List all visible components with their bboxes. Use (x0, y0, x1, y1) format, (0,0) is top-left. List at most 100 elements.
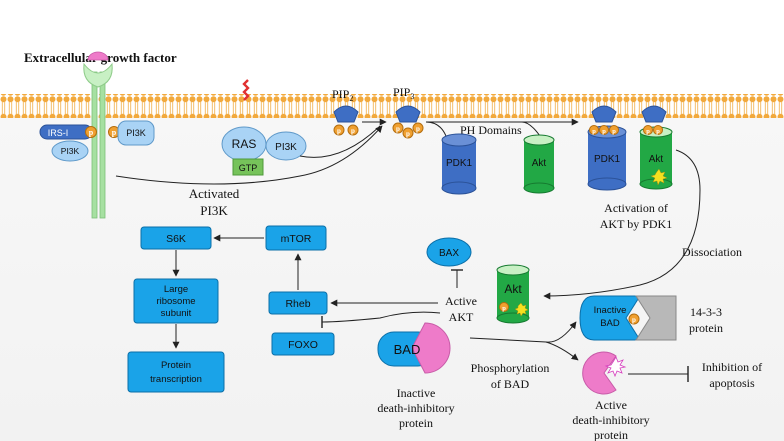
phosphate-icon (412, 122, 424, 134)
phosphate-icon (599, 125, 609, 135)
akt-protein (523, 134, 555, 194)
active-dip-label: death-inhibitory (572, 413, 649, 427)
dissociation-arrow (543, 149, 701, 300)
akt-active-label: Akt (649, 154, 664, 165)
pip3-headgroup (395, 105, 421, 123)
bad-label: BAD (394, 342, 421, 357)
akt-inhibits-foxo-line (321, 311, 441, 323)
irs1-label: IRS-I (48, 128, 69, 138)
pi3k-ras-arrow (299, 125, 381, 158)
activation-star-icon (514, 302, 529, 317)
ribosome-label: subunit (161, 308, 192, 319)
gtp-label: GTP (239, 163, 258, 173)
lipid-anchor-icon (242, 79, 250, 101)
pi3k-ras-label: PI3K (275, 142, 297, 153)
phosphate-label: p (416, 125, 420, 133)
phospho-bad-label: of BAD (491, 377, 530, 391)
active-akt-label: Active (445, 294, 477, 308)
inactive-bad-label: BAD (600, 318, 620, 329)
pip3-label: PIP3 (393, 85, 414, 101)
ribosome-box (133, 278, 219, 324)
s6k-box (140, 226, 212, 250)
phosphate-label: p (89, 128, 94, 137)
active-dip-label: protein (594, 428, 628, 441)
ribosome-label: ribosome (156, 296, 195, 307)
pi3k-ras-protein (265, 131, 307, 161)
phosphate-label: p (112, 128, 117, 137)
protein-14-3-3-shape (635, 295, 677, 341)
inactive-bad-protein (579, 295, 641, 341)
akt-label: Akt (532, 158, 547, 169)
phosphate-icon (628, 313, 640, 325)
bax-label: BAX (439, 248, 459, 259)
activated-pi3k-arrow (115, 125, 383, 185)
phosphate-label: p (632, 316, 636, 324)
phosphate-label: p (502, 305, 506, 312)
inactive-dip-label: protein (399, 416, 433, 430)
phosphate-icon (402, 127, 414, 139)
foxo-label: FOXO (288, 339, 318, 351)
pdk1-active-label: PDK1 (594, 154, 621, 165)
pdk1-active-protein (587, 125, 627, 191)
phosphate-icon (643, 125, 653, 135)
activation-star-icon (650, 168, 668, 186)
phospho-to-active-dip-arrow (545, 341, 579, 361)
phosphate-label: p (602, 128, 606, 135)
phosphate-icon (347, 124, 359, 136)
phospho-bad-label: Phosphorylation (471, 361, 550, 375)
phosphate-icon (392, 122, 404, 134)
active-dip-label: Active (595, 398, 627, 412)
gtp-box (232, 158, 264, 176)
pi3k-right-label: PI3K (126, 128, 146, 138)
phosphate-icon (609, 125, 619, 135)
dissociation-label: Dissociation (682, 245, 742, 259)
inactive-bad-label: Inactive (594, 305, 627, 316)
pi3k-left-label: PI3K (61, 146, 80, 156)
foxo-box (271, 332, 335, 356)
phosphate-label: p (656, 128, 660, 135)
phosphate-icon (499, 302, 509, 312)
mtor-label: mTOR (281, 233, 312, 245)
ribosome-label: Large (164, 284, 188, 295)
rheb-label: Rheb (285, 298, 310, 310)
pdk1-protein (441, 133, 477, 195)
phosphate-label: p (612, 128, 616, 135)
inactive-dip-label: Inactive (397, 386, 436, 400)
cell-membrane (0, 94, 784, 118)
s6k-label: S6K (166, 233, 186, 245)
mtor-box (265, 225, 327, 251)
pi3k-left-protein (51, 140, 89, 162)
pi3k-right-protein (117, 120, 155, 146)
inhibition-apoptosis-label: Inhibition of (702, 360, 762, 374)
active-dip-protein (582, 351, 617, 395)
active-akt-label: AKT (449, 310, 474, 324)
protein-transcription-box (127, 351, 225, 393)
protein-14-3-3-label: protein (689, 321, 723, 335)
activation-akt-label: Activation of (604, 201, 668, 215)
bad-protein (377, 322, 451, 374)
phosphate-label: p (337, 127, 341, 135)
pip2-label: PIP2 (332, 87, 353, 103)
phosphate-icon (333, 124, 345, 136)
pip2-headgroup (333, 105, 359, 123)
activation-akt-label: AKT by PDK1 (600, 217, 672, 231)
burst-icon (604, 356, 627, 378)
rheb-box (268, 291, 328, 315)
pip3-headgroup (591, 105, 617, 123)
activated-pi3k-label: Activated (189, 186, 240, 201)
akt-dissociated-label: Akt (504, 282, 522, 296)
ph-domains-label: PH Domains (460, 123, 522, 137)
pip3-headgroup (641, 105, 667, 123)
bax-protein (426, 237, 472, 267)
phosphate-label: p (396, 125, 400, 133)
pdk1-label: PDK1 (446, 158, 473, 169)
phosphate-label: p (351, 127, 355, 135)
phosphate-label: p (406, 130, 410, 138)
protein-transcription-label: Protein (161, 360, 191, 371)
phosphate-icon (589, 125, 599, 135)
protein-14-3-3-label: 14-3-3 (690, 305, 722, 319)
pip3-to-pdk1-curve (425, 121, 447, 137)
protein-transcription-label: transcription (150, 374, 202, 385)
